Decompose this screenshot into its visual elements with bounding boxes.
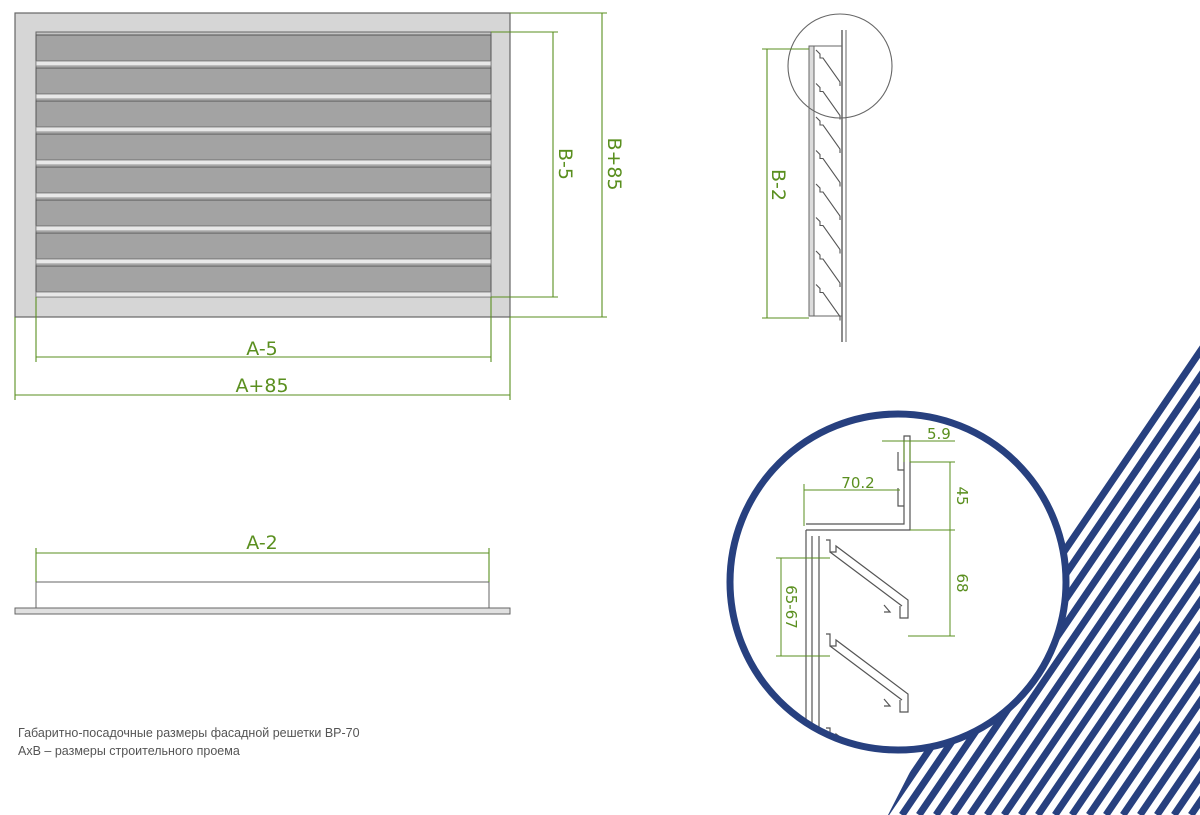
side-slat <box>815 183 841 220</box>
louver-slat-edge <box>35 192 492 199</box>
stripe-line <box>1103 205 1200 815</box>
louver-slat <box>35 34 492 62</box>
stripe-line <box>1086 205 1200 815</box>
dim-b-minus-2: B-2 <box>767 169 789 201</box>
side-frame-wall <box>808 45 815 317</box>
dim-70-2: 70.2 <box>841 474 874 492</box>
side-slat <box>815 217 841 254</box>
louver-slat <box>35 133 492 161</box>
stripe-line <box>967 205 1200 815</box>
louver-slat <box>35 265 492 293</box>
caption-line-2: АхВ – размеры строительного проема <box>18 744 240 758</box>
detail-ring <box>726 410 1070 754</box>
side-view: B-2 <box>762 13 893 342</box>
louver-slat <box>35 199 492 227</box>
side-slat <box>815 284 841 321</box>
top-width-dim <box>35 548 490 582</box>
side-slat-profiles <box>815 49 841 321</box>
side-slat <box>815 116 841 153</box>
top-view-body <box>35 581 490 609</box>
caption-line-1: Габаритно-посадочные размеры фасадной ре… <box>18 726 360 740</box>
side-slat <box>815 150 841 187</box>
side-slat <box>815 49 841 86</box>
side-slat <box>815 83 841 120</box>
stripe-line <box>1069 205 1200 815</box>
dim-45: 45 <box>953 486 971 505</box>
dim-b-minus-5: B-5 <box>554 148 576 180</box>
louver-slat <box>35 232 492 260</box>
louver-slat-edge <box>35 126 492 133</box>
louver-slat-edge <box>35 225 492 232</box>
detail-view: 5.9 70.2 45 68 65-67 <box>726 410 1070 754</box>
louver-slat-edge <box>35 258 492 265</box>
stripe-line <box>1001 205 1200 815</box>
stripe-line <box>1018 205 1200 815</box>
dim-5-9: 5.9 <box>927 425 951 443</box>
side-slat <box>815 250 841 287</box>
detail-background <box>730 414 1066 750</box>
louver-slat-edge <box>35 159 492 166</box>
stripe-line <box>1052 205 1200 815</box>
dim-65-67: 65-67 <box>782 585 800 629</box>
detail-callout-circle <box>787 13 893 119</box>
louver-slat <box>35 166 492 194</box>
caption: Габаритно-посадочные размеры фасадной ре… <box>18 724 538 760</box>
stripe-line <box>984 205 1200 815</box>
dim-b-plus-85: B+85 <box>603 137 625 190</box>
front-view: A-5 A+85 B-5 B+85 <box>14 12 625 400</box>
top-view-flange <box>14 607 511 615</box>
louver-slat-edge <box>35 93 492 100</box>
front-width-dims <box>14 297 511 400</box>
top-view: A-2 <box>14 532 511 615</box>
louver-slat <box>35 67 492 95</box>
louver-slats <box>35 34 492 298</box>
stripe-line <box>950 205 1200 815</box>
louver-slat-edge <box>35 291 492 298</box>
detail-dims <box>776 440 955 657</box>
dim-a-plus-85: A+85 <box>235 375 288 397</box>
dim-68: 68 <box>953 573 971 592</box>
louver-slat-edge <box>35 60 492 67</box>
front-height-dims <box>491 12 607 318</box>
dim-a-minus-2: A-2 <box>246 532 278 554</box>
louver-slat <box>35 100 492 128</box>
stripe-line <box>1035 205 1200 815</box>
dim-a-minus-5: A-5 <box>246 338 278 360</box>
side-height-dim <box>762 48 809 319</box>
